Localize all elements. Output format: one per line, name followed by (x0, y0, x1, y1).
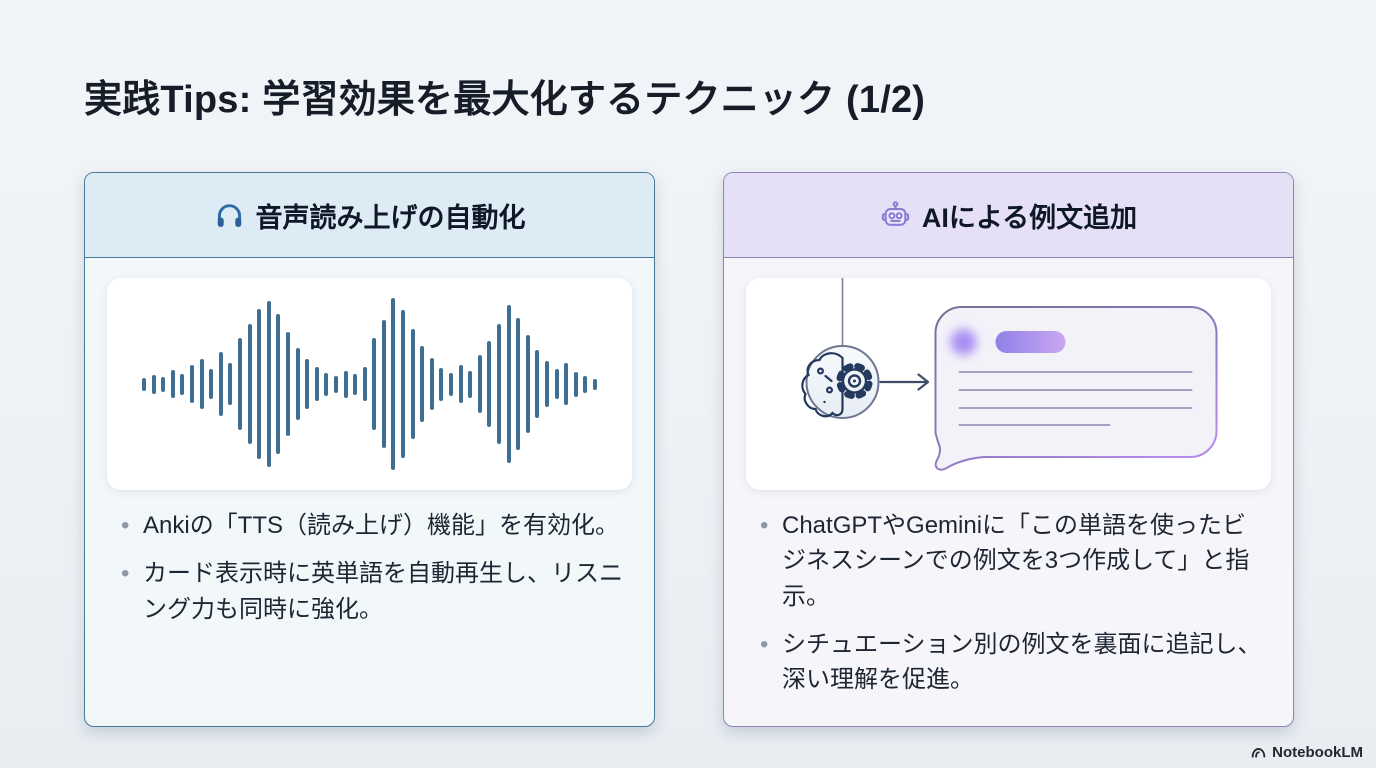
headphones-icon (217, 203, 241, 227)
bubble-title-pill (995, 331, 1066, 353)
audio-waveform (107, 278, 632, 490)
waveform-bar (391, 298, 396, 470)
waveform-bar (343, 370, 348, 398)
waveform-bar (535, 350, 540, 418)
waveform-bar (257, 309, 262, 459)
waveform-bar (583, 375, 588, 393)
card-header: 音声読み上げの自動化 (85, 173, 654, 258)
waveform-bar (199, 359, 204, 409)
waveform-bar (362, 367, 367, 401)
waveform-bar (372, 338, 377, 430)
waveform-bar (170, 370, 175, 398)
waveform-bar (295, 348, 300, 420)
waveform-bar (573, 371, 578, 397)
waveform-bar (401, 310, 406, 458)
card-tts-automation: 音声読み上げの自動化 Ankiの「TTS（読み上げ）機能」を有効化。カード表示時… (84, 172, 655, 727)
waveform-bar (381, 320, 386, 448)
footer-brand: NotebookLM (1250, 744, 1363, 761)
brain-gear-speech-bubble-illustration (801, 278, 1218, 471)
waveform-bar (314, 367, 319, 401)
waveform-bar (142, 377, 147, 391)
waveform-bar (285, 332, 290, 436)
waveform-bar (487, 341, 492, 427)
waveform-bar (525, 335, 530, 433)
waveform-bar (439, 367, 444, 401)
robot-icon (881, 200, 910, 226)
waveform-bar (449, 372, 454, 396)
waveform-bar (420, 346, 425, 422)
brain-gear-icon (801, 352, 873, 418)
card-header: AIによる例文追加 (724, 173, 1293, 258)
bullet-item: ChatGPTやGeminiに「この単語を使ったビジネスシーンでの例文を3つ作成… (758, 508, 1265, 614)
bullet-item: シチュエーション別の例文を裏面に追記し、深い理解を促進。 (758, 627, 1265, 698)
card-title: AIによる例文追加 (921, 202, 1138, 233)
arrow-icon (879, 373, 930, 391)
waveform-bar (180, 373, 185, 395)
card-body: Ankiの「TTS（読み上げ）機能」を有効化。カード表示時に英単語を自動再生し、… (85, 258, 654, 627)
bullet-list: Ankiの「TTS（読み上げ）機能」を有効化。カード表示時に英単語を自動再生し、… (107, 508, 632, 627)
waveform-bar (218, 352, 223, 416)
waveform-bar (516, 318, 521, 450)
waveform-bar (458, 365, 463, 403)
bubble-text-lines (958, 371, 1193, 426)
waveform-panel (107, 278, 632, 490)
waveform-bar (161, 376, 166, 392)
waveform-bar (497, 324, 502, 444)
brand-label: NotebookLM (1272, 744, 1363, 761)
card-title: 音声読み上げの自動化 (255, 202, 526, 233)
waveform-bar (333, 375, 338, 393)
card-body: ChatGPTやGeminiに「この単語を使ったビジネスシーンでの例文を3つ作成… (724, 258, 1293, 697)
waveform-bar (305, 359, 310, 409)
waveform-bar (544, 361, 549, 407)
waveform-bar (266, 301, 271, 467)
waveform-bar (247, 324, 252, 444)
waveform-bar (237, 338, 242, 430)
waveform-bar (410, 329, 415, 439)
waveform-bar (276, 314, 281, 454)
ai-illustration-panel (746, 278, 1271, 490)
card-ai-examples: AIによる例文追加 (723, 172, 1294, 727)
page-title: 実践Tips: 学習効果を最大化するテクニック (1/2) (84, 79, 926, 121)
notebooklm-arc-icon (1251, 747, 1266, 758)
waveform-bar (592, 378, 597, 390)
bullet-item: Ankiの「TTS（読み上げ）機能」を有効化。 (119, 508, 626, 544)
waveform-bar (506, 305, 511, 463)
waveform-bar (477, 355, 482, 413)
waveform-bar (468, 370, 473, 398)
waveform-bar (324, 372, 329, 396)
waveform-bar (353, 373, 358, 395)
bubble-glow-dot (950, 329, 977, 355)
waveform-bar (564, 363, 569, 405)
waveform-bar (554, 369, 559, 399)
bullet-list: ChatGPTやGeminiに「この単語を使ったビジネスシーンでの例文を3つ作成… (746, 508, 1271, 697)
speech-bubble (934, 306, 1218, 471)
waveform-bar (228, 363, 233, 405)
waveform-bar (190, 365, 195, 403)
waveform-bar (151, 374, 156, 394)
waveform-bar (429, 358, 434, 410)
waveform-bar (209, 369, 214, 399)
bullet-item: カード表示時に英単語を自動再生し、リスニング力も同時に強化。 (119, 556, 626, 627)
